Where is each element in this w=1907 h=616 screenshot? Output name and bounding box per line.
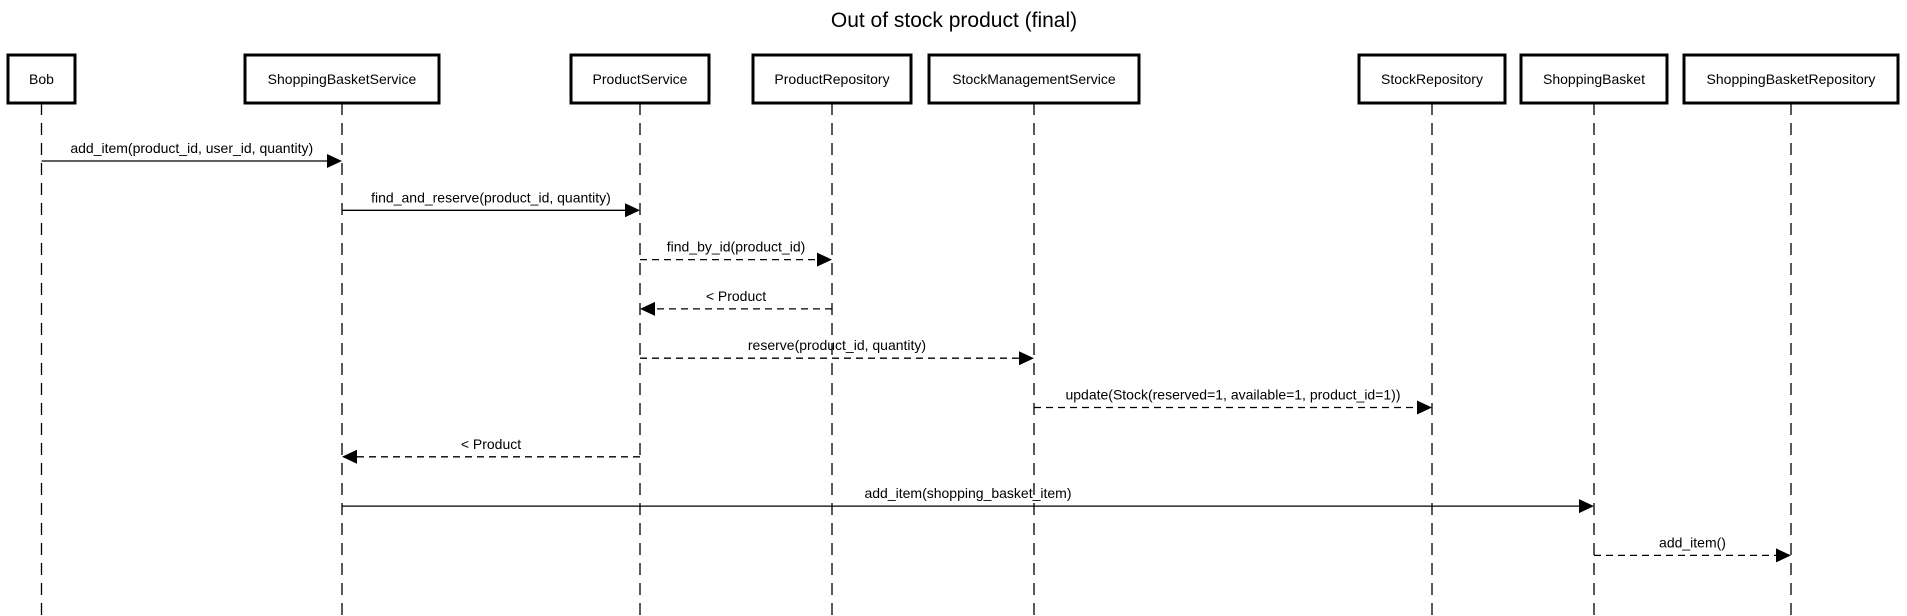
message-label: < Product xyxy=(706,288,766,304)
arrowhead-icon xyxy=(1019,351,1034,366)
message-1: add_item(product_id, user_id, quantity) xyxy=(41,140,342,168)
participant-box xyxy=(569,53,711,105)
participant-box xyxy=(1519,53,1669,105)
participant-box xyxy=(1357,53,1507,105)
participant-box xyxy=(927,53,1141,105)
participant-box xyxy=(6,53,77,105)
message-label: add_item(shopping_basket_item) xyxy=(864,485,1071,501)
message-label: < Product xyxy=(461,436,521,452)
participant-pr: ProductRepository xyxy=(751,53,913,105)
message-label: find_by_id(product_id) xyxy=(667,239,806,255)
participant-label: ProductService xyxy=(593,71,688,87)
message-8: add_item(shopping_basket_item) xyxy=(342,485,1594,514)
arrowhead-icon xyxy=(817,252,832,267)
message-7: < Product xyxy=(342,436,640,464)
participant-ps: ProductService xyxy=(569,53,711,105)
diagram-title: Out of stock product (final) xyxy=(831,9,1077,32)
participant-label: Bob xyxy=(29,71,54,87)
arrowhead-icon xyxy=(1417,400,1432,415)
message-9: add_item() xyxy=(1594,534,1791,563)
arrowhead-icon xyxy=(342,449,357,464)
message-4: < Product xyxy=(640,288,832,316)
arrowhead-icon xyxy=(1579,499,1594,514)
participant-label: ShoppingBasketRepository xyxy=(1707,71,1876,87)
arrowhead-icon xyxy=(640,301,655,316)
arrowhead-icon xyxy=(1776,548,1791,563)
participant-sr: StockRepository xyxy=(1357,53,1507,105)
participant-label: StockManagementService xyxy=(952,71,1116,87)
participant-box xyxy=(751,53,913,105)
participant-label: ProductRepository xyxy=(774,71,889,87)
participant-box xyxy=(1682,53,1900,105)
message-label: update(Stock(reserved=1, available=1, pr… xyxy=(1065,387,1400,403)
lifelines xyxy=(40,103,1792,616)
participants: Bob ShoppingBasketService ProductService Pr… xyxy=(6,53,1900,105)
message-6: update(Stock(reserved=1, available=1, pr… xyxy=(1034,387,1432,415)
messages: add_item(product_id, user_id, quantity) f… xyxy=(41,140,1791,563)
participant-bob: Bob xyxy=(6,53,77,105)
arrowhead-icon xyxy=(327,154,342,168)
participant-sb: ShoppingBasket xyxy=(1519,53,1669,105)
participant-sbr: ShoppingBasketRepository xyxy=(1682,53,1900,105)
message-2: find_and_reserve(product_id, quantity) xyxy=(342,189,640,218)
participant-label: ShoppingBasketService xyxy=(268,71,417,87)
participant-box xyxy=(243,53,441,105)
message-label: add_item(product_id, user_id, quantity) xyxy=(70,140,313,156)
participant-sms: StockManagementService xyxy=(927,53,1141,105)
message-label: reserve(product_id, quantity) xyxy=(748,337,926,353)
message-label: add_item() xyxy=(1659,534,1726,550)
message-label: find_and_reserve(product_id, quantity) xyxy=(371,189,611,205)
message-3: find_by_id(product_id) xyxy=(640,239,832,267)
participant-label: ShoppingBasket xyxy=(1543,71,1645,87)
arrowhead-icon xyxy=(625,203,640,218)
message-5: reserve(product_id, quantity) xyxy=(640,337,1034,366)
participant-label: StockRepository xyxy=(1381,71,1483,87)
participant-sbs: ShoppingBasketService xyxy=(243,53,441,105)
